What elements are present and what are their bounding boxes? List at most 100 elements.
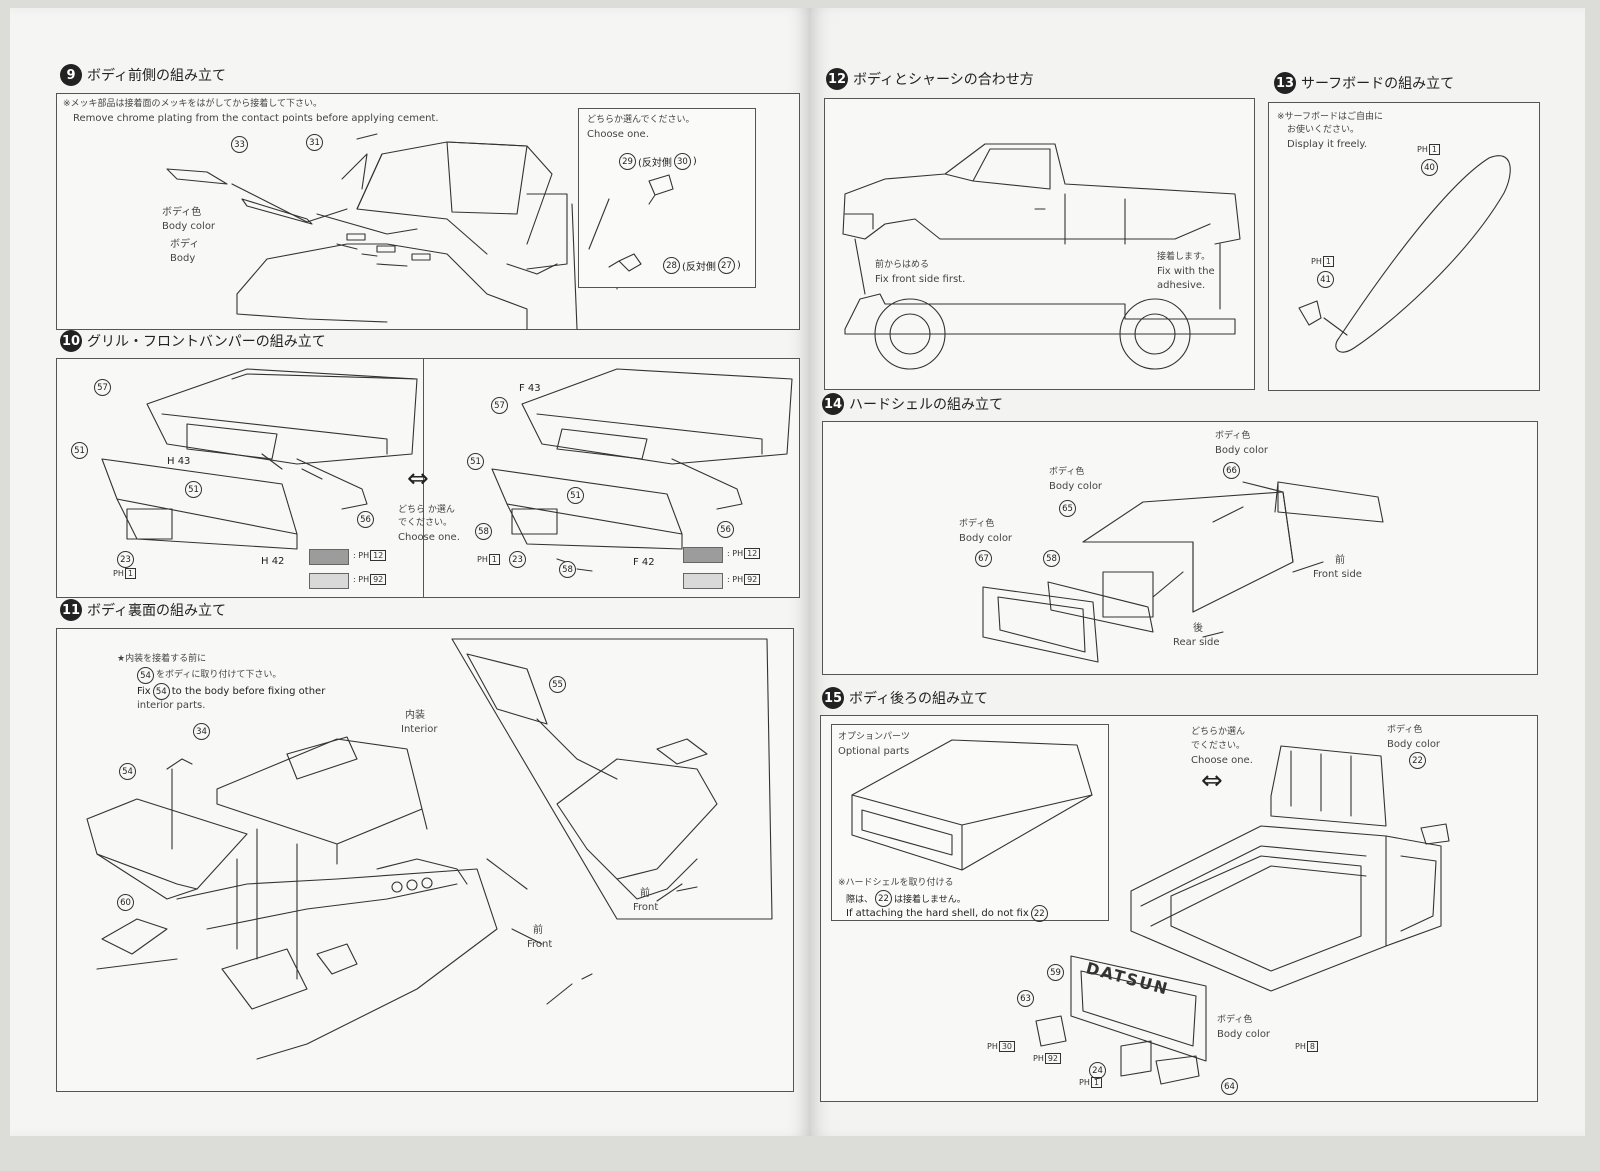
choose-arrow-icon: ⇔ <box>1201 766 1223 796</box>
front-jp-inset: 前 <box>640 888 650 899</box>
rear-side-en: Rear side <box>1173 637 1220 648</box>
body-color-en: Body color <box>1049 481 1103 492</box>
ph-code: 1 <box>1090 1077 1102 1088</box>
step-number: 12 <box>826 68 848 90</box>
part-58: 58 <box>475 523 492 540</box>
part-code: F 43 <box>519 383 541 394</box>
mirror-choice-box: どちらか選んでください。 Choose one. 29 (反対側 30 ) 28… <box>578 108 756 288</box>
optional-parts-en: Optional parts <box>838 746 910 757</box>
ph-prefix: PH <box>113 569 124 578</box>
step-12-title: 12 ボディとシャーシの合わせ方 <box>826 68 1034 90</box>
interior-note-jp2: 54 をボディに取り付けて下さい。 <box>137 667 281 684</box>
step-number: 13 <box>1274 72 1296 94</box>
ph-code: 92 <box>1044 1053 1062 1064</box>
step-title-text: グリル・フロントバンパーの組み立て <box>87 334 326 350</box>
ph-code: 92 <box>744 574 761 585</box>
step-number: 14 <box>822 393 844 415</box>
ph-prefix: PH <box>477 555 488 564</box>
hard-shell-option-drawing <box>851 739 1093 871</box>
close-paren: ) <box>692 156 697 167</box>
adhesive-en2: adhesive. <box>1157 280 1206 291</box>
step-9-title: 9 ボディ前側の組み立て <box>60 64 226 86</box>
body-color-en: Body color <box>162 221 216 232</box>
part-54: 54 <box>119 763 136 780</box>
step-number: 9 <box>60 64 82 86</box>
step-10-title: 10 グリル・フロントバンパーの組み立て <box>60 330 326 352</box>
part-58: 58 <box>1043 550 1060 567</box>
body-color-jp: ボディ色 <box>1049 467 1085 477</box>
part-h42: H 42 <box>261 556 284 567</box>
part-23: 23 <box>117 551 134 568</box>
ph-prefix: PH <box>732 549 744 558</box>
front-side-jp: 前 <box>1335 555 1345 566</box>
note-text: If attaching the hard shell, do not fix <box>846 908 1029 919</box>
part-40: 40 <box>1421 159 1438 176</box>
part-56: 56 <box>717 521 734 538</box>
body-color-jp: ボディ色 <box>1215 431 1251 441</box>
part-33-callout: 33 <box>231 136 248 153</box>
choose-one-en: Choose one. <box>398 532 460 543</box>
part-34: 34 <box>193 723 210 740</box>
surfboard-drawing <box>1298 155 1511 353</box>
step-title-text: ボディ裏面の組み立て <box>87 603 227 619</box>
part-f43: F 43 <box>519 383 541 394</box>
color-swatch-light <box>309 573 349 589</box>
part-56: 56 <box>357 511 374 528</box>
part-66: 66 <box>1223 462 1240 479</box>
interior-note-en2: interior parts. <box>137 700 206 711</box>
step-number: 10 <box>60 330 82 352</box>
surfboard-note-jp1: ※サーフボードはご自由に <box>1277 112 1384 122</box>
ph-code: 8 <box>1306 1041 1318 1052</box>
step-9-panel: ※メッキ部品は接着面のメッキをはがしてから接着して下さい。 Remove chr… <box>56 93 800 330</box>
step-13-title: 13 サーフボードの組み立て <box>1274 72 1454 94</box>
step-title-text: ハードシェルの組み立て <box>849 397 1003 413</box>
body-underside-drawing <box>86 638 773 1060</box>
body-color-en: Body color <box>959 533 1013 544</box>
adhesive-en1: Fix with the <box>1157 266 1215 277</box>
step-14-panel: ボディ色 Body color 66 ボディ色 Body color 65 ボデ… <box>822 421 1538 675</box>
chrome-note-jp: ※メッキ部品は接着面のメッキをはがしてから接着して下さい。 <box>63 99 323 109</box>
ph-code: 1 <box>488 554 500 565</box>
body-color-en: Body color <box>1387 739 1441 750</box>
part-51: 51 <box>467 453 484 470</box>
part-27: 27 <box>717 257 735 274</box>
part-code: H 43 <box>167 456 191 467</box>
instruction-spread: 9 ボディ前側の組み立て ※メッキ部品は接着面のメッキをはがしてから接着して下さ… <box>10 8 1585 1136</box>
choose-arrow-icon: ⇔ <box>407 464 429 494</box>
body-color-jp: ボディ色 <box>959 519 995 529</box>
panel-divider <box>423 359 424 597</box>
opposite-side-text: (反対側 <box>638 158 672 169</box>
ph-code: 30 <box>998 1041 1016 1052</box>
ph-prefix: PH <box>732 575 744 584</box>
note-text: 際は、 <box>846 895 874 905</box>
rear-side-jp: 後 <box>1193 623 1203 634</box>
step-12-panel: 前からはめる Fix front side first. 接着します。 Fix … <box>824 98 1255 390</box>
ph-prefix: PH <box>358 551 370 560</box>
note-text: をボディに取り付けて下さい。 <box>156 670 282 680</box>
step-title-text: ボディ後ろの組み立て <box>849 691 989 707</box>
opposite-side-text: (反対側 <box>682 262 716 273</box>
note-text: to the body before fixing other <box>171 686 326 697</box>
front-en: Front <box>527 939 553 950</box>
optional-parts-jp: オプションパーツ <box>838 732 910 742</box>
part-23: 23 <box>509 551 526 568</box>
left-page: 9 ボディ前側の組み立て ※メッキ部品は接着面のメッキをはがしてから接着して下さ… <box>10 8 810 1136</box>
part-31-callout: 31 <box>306 134 323 151</box>
step-number: 11 <box>60 599 82 621</box>
color-swatch-light <box>683 573 723 589</box>
body-color-en: Body color <box>1215 445 1269 456</box>
ph-prefix: PH <box>358 575 370 584</box>
body-chassis-drawing <box>842 143 1241 370</box>
grille-bumper-drawing <box>101 368 793 572</box>
chrome-note-en: Remove chrome plating from the contact p… <box>73 113 439 124</box>
choose-one-en: Choose one. <box>587 129 649 140</box>
choose-one-jp2: でください。 <box>398 518 453 528</box>
part-58: 58 <box>559 561 576 578</box>
